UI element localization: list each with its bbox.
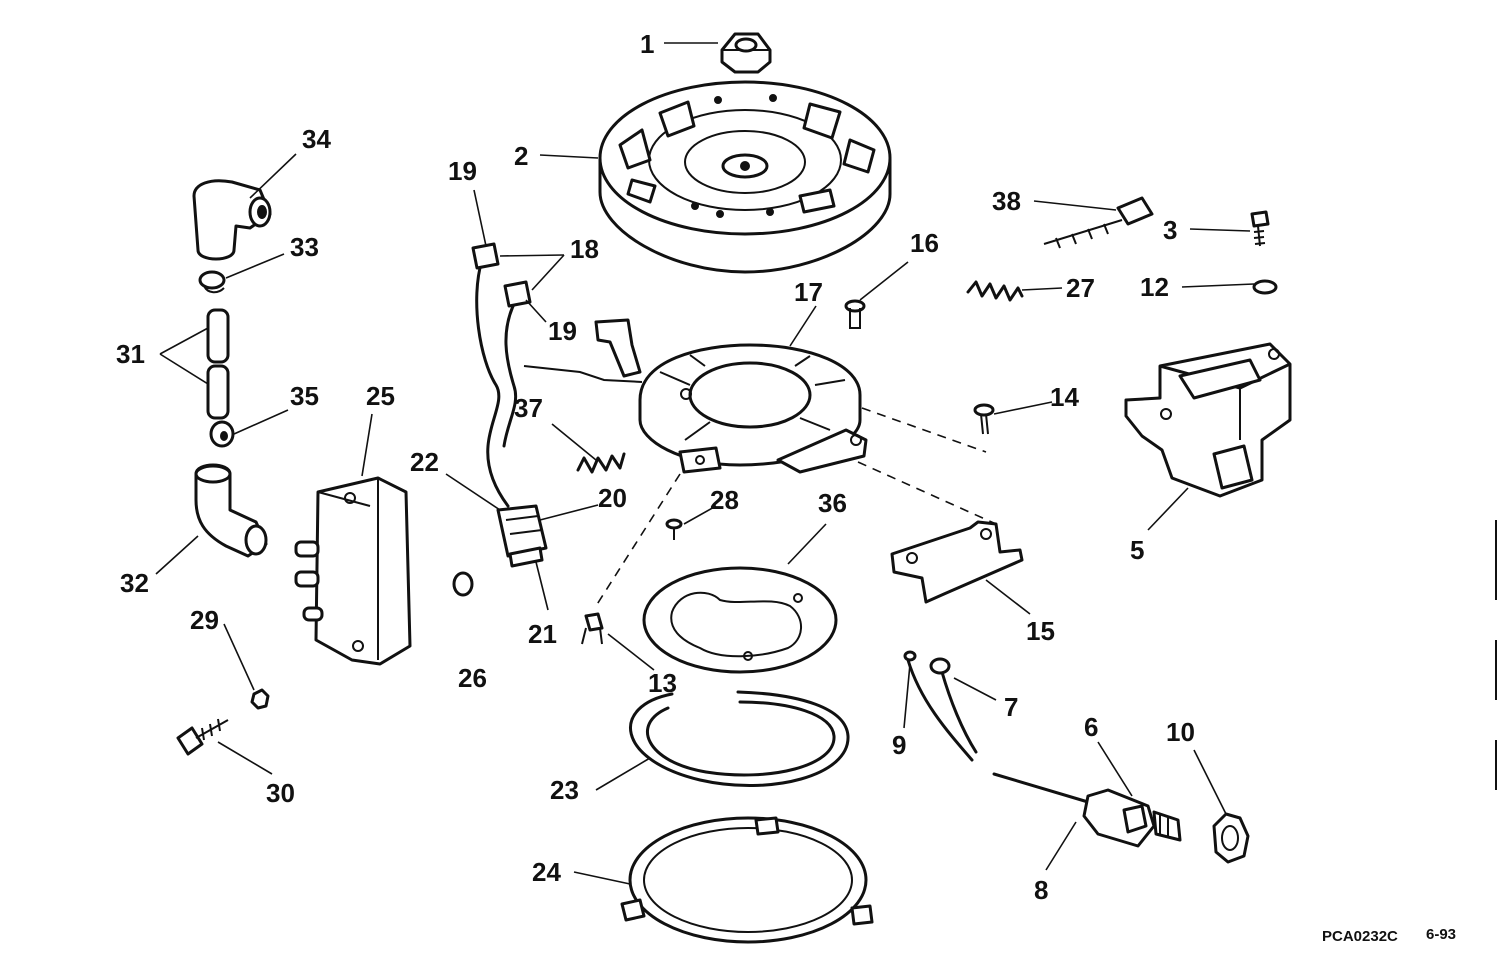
callout-24: 24 <box>532 857 561 887</box>
diagram-code: PCA0232C <box>1322 928 1398 945</box>
spring-upper <box>966 280 1024 302</box>
callout-13: 13 <box>648 668 677 698</box>
power-pack <box>1124 342 1292 498</box>
leader-lines <box>155 42 1255 885</box>
callout-19-lower: 19 <box>548 316 577 346</box>
diagram-date: 6-93 <box>1426 926 1456 943</box>
callout-5: 5 <box>1130 535 1144 565</box>
callout-17: 17 <box>794 277 823 307</box>
callout-33: 33 <box>290 232 319 262</box>
callout-30: 30 <box>266 778 295 808</box>
callout-26: 26 <box>458 663 487 693</box>
retaining-ring <box>629 690 850 787</box>
screw-right <box>1250 210 1270 247</box>
wire-clip <box>581 612 604 645</box>
flywheel-nut <box>720 32 772 74</box>
callout-12: 12 <box>1140 272 1169 302</box>
callout-23: 23 <box>550 775 579 805</box>
callout-32: 32 <box>120 568 149 598</box>
bracket <box>890 520 1024 604</box>
flat-washer <box>452 571 474 597</box>
screw-small <box>665 518 683 540</box>
boot-sleeves <box>206 308 230 420</box>
callout-37: 37 <box>514 393 543 423</box>
callout-8: 8 <box>1034 875 1048 905</box>
stator-ring <box>620 816 874 944</box>
callout-21: 21 <box>528 619 557 649</box>
callout-38: 38 <box>992 186 1021 216</box>
callout-19-upper: 19 <box>448 156 477 186</box>
callout-22: 22 <box>410 447 439 477</box>
callout-28: 28 <box>710 485 739 515</box>
callout-2: 2 <box>514 141 528 171</box>
boot-spring-lower <box>209 420 235 448</box>
long-screw <box>1043 196 1154 249</box>
alignment-lines <box>595 407 997 607</box>
callout-9: 9 <box>892 730 906 760</box>
retainer-plate <box>642 566 838 674</box>
callout-34: 34 <box>302 124 331 154</box>
callout-16: 16 <box>910 228 939 258</box>
callout-numbers: 1 2 3 5 6 7 8 9 10 12 13 14 15 16 17 18 … <box>116 29 1195 905</box>
spring-lower <box>576 452 626 474</box>
callout-36: 36 <box>818 488 847 518</box>
callout-31: 31 <box>116 339 145 369</box>
small-nut <box>250 688 270 710</box>
callout-29: 29 <box>190 605 219 635</box>
callout-10: 10 <box>1166 717 1195 747</box>
coil-bolt <box>176 718 229 756</box>
flywheel <box>598 80 892 274</box>
wire-connector <box>496 504 548 568</box>
callout-15: 15 <box>1026 616 1055 646</box>
callout-1: 1 <box>640 29 654 59</box>
armature-plate <box>523 318 868 474</box>
screw-stator <box>844 299 866 329</box>
stator-wires <box>471 242 532 508</box>
callout-18: 18 <box>570 234 599 264</box>
callout-20: 20 <box>598 483 627 513</box>
ground-wires <box>903 650 978 762</box>
hex-nut <box>1212 812 1250 864</box>
callout-6: 6 <box>1084 712 1098 742</box>
callout-3: 3 <box>1163 215 1177 245</box>
callout-27: 27 <box>1066 273 1095 303</box>
callout-25: 25 <box>366 381 395 411</box>
callout-14: 14 <box>1050 382 1079 412</box>
lock-washer <box>1252 279 1278 295</box>
boot-spring-upper <box>198 270 226 294</box>
ignition-coil <box>294 476 412 666</box>
spark-plug-boot-lower <box>194 463 268 558</box>
spark-plug-boot-upper <box>192 179 272 261</box>
temperature-switch <box>992 772 1182 848</box>
callout-35: 35 <box>290 381 319 411</box>
screw-pack <box>973 403 995 435</box>
callout-7: 7 <box>1004 692 1018 722</box>
